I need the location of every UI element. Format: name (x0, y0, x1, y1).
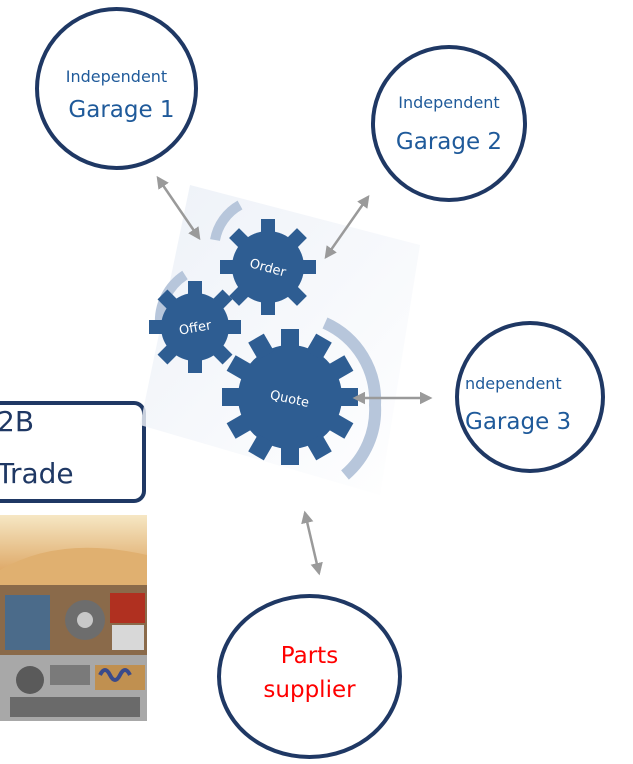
auto-parts-photo (0, 515, 147, 721)
trade-label: Trade (0, 457, 74, 490)
garage-2-node: Independent Garage 2 (371, 45, 527, 202)
garage-2-name: Garage 2 (395, 129, 503, 155)
supplier-line-1: Parts (280, 643, 339, 669)
quote-gear: Quote (222, 329, 358, 465)
b2b-trade-box: 2B Trade (0, 401, 146, 503)
order-gear: Order (220, 219, 316, 315)
garage-3-type: ndependent (465, 374, 562, 393)
parts-supplier-node: Parts supplier (217, 594, 402, 759)
offer-gear: Offer (149, 281, 241, 373)
gears-graphic: Order Offer (140, 185, 420, 495)
garage-1-name: Garage 1 (68, 97, 175, 123)
garage-3-node: ndependent Garage 3 (455, 321, 605, 473)
garage-3-name: Garage 3 (465, 409, 572, 435)
garage-1-node: Independent Garage 1 (35, 7, 198, 170)
arrow-supplier (301, 510, 323, 576)
b2b-label: 2B (0, 405, 35, 438)
garage-1-type: Independent (65, 67, 168, 86)
supplier-line-2: supplier (263, 677, 356, 703)
offer-label: Offer (178, 318, 213, 339)
garage-2-type: Independent (398, 93, 500, 112)
